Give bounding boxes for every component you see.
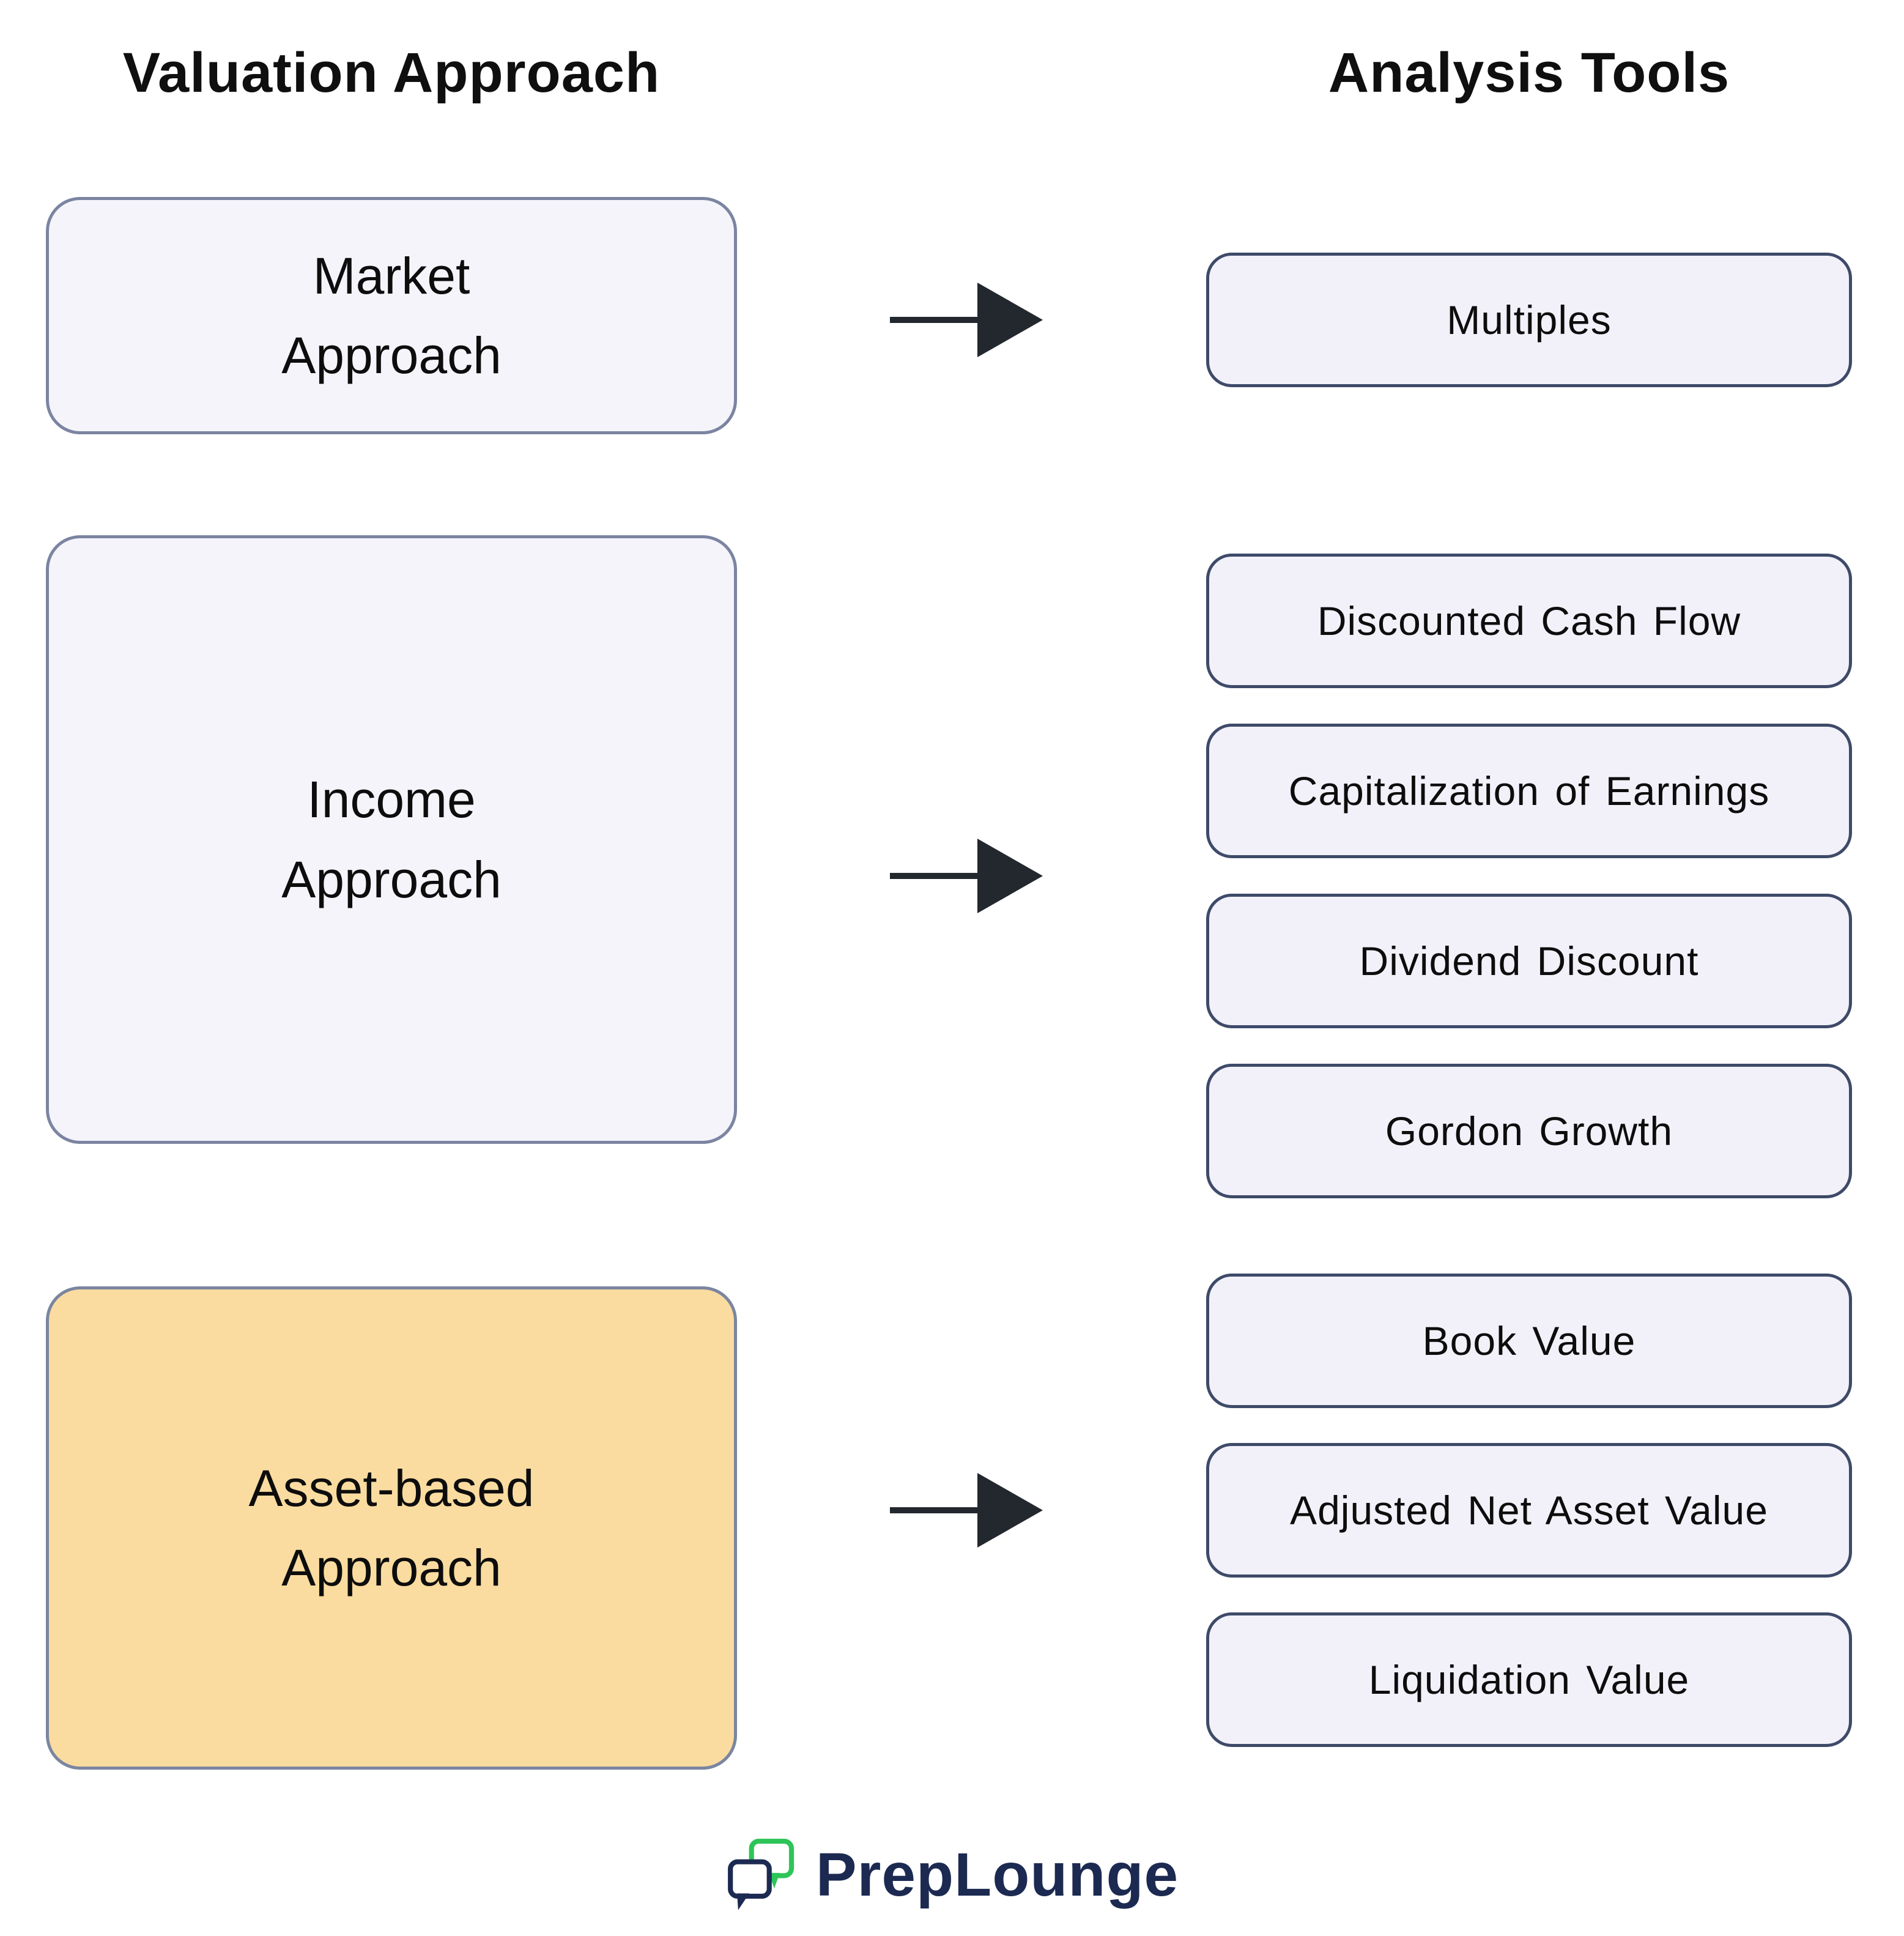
tool-box-capitalization-of-earnings: Capitalization of Earnings xyxy=(1206,724,1852,858)
income-approach-label: Income Approach xyxy=(281,760,502,919)
tool-label: Multiples xyxy=(1447,297,1612,343)
column-header-valuation-approach: Valuation Approach xyxy=(122,42,661,104)
tool-box-book-value: Book Value xyxy=(1206,1274,1852,1408)
arrow-right-icon xyxy=(887,836,1046,916)
income-approach-label-line1: Income xyxy=(307,771,476,829)
market-approach-label-line1: Market xyxy=(313,247,470,305)
brand-footer: PrepLounge xyxy=(0,1835,1904,1915)
asset-based-approach-label: Asset-based Approach xyxy=(249,1448,535,1608)
tool-label: Adjusted Net Asset Value xyxy=(1290,1488,1768,1533)
income-approach-box: Income Approach xyxy=(46,535,737,1144)
tool-box-dividend-discount: Dividend Discount xyxy=(1206,894,1852,1028)
tool-box-discounted-cash-flow: Discounted Cash Flow xyxy=(1206,554,1852,688)
income-approach-label-line2: Approach xyxy=(281,850,502,908)
tool-label: Book Value xyxy=(1422,1318,1636,1363)
tool-box-adjusted-net-asset-value: Adjusted Net Asset Value xyxy=(1206,1443,1852,1578)
market-approach-label: Market Approach xyxy=(281,236,502,395)
tool-box-gordon-growth: Gordon Growth xyxy=(1206,1064,1852,1198)
tool-label: Dividend Discount xyxy=(1359,938,1699,984)
market-approach-box: Market Approach xyxy=(46,197,737,434)
brand-name: PrepLounge xyxy=(815,1840,1179,1909)
market-approach-label-line2: Approach xyxy=(281,327,502,384)
tool-box-liquidation-value: Liquidation Value xyxy=(1206,1612,1852,1747)
chat-bubbles-icon xyxy=(727,1839,794,1910)
tool-label: Liquidation Value xyxy=(1368,1657,1690,1702)
asset-based-approach-box: Asset-based Approach xyxy=(46,1286,737,1770)
arrow-right-icon xyxy=(887,1471,1046,1550)
column-header-analysis-tools: Analysis Tools xyxy=(1328,42,1730,104)
tool-label: Discounted Cash Flow xyxy=(1317,598,1741,643)
asset-based-approach-label-line1: Asset-based xyxy=(248,1459,535,1517)
tool-label: Capitalization of Earnings xyxy=(1288,768,1770,814)
tool-box-multiples: Multiples xyxy=(1206,253,1852,387)
arrow-right-icon xyxy=(887,280,1046,360)
tool-label: Gordon Growth xyxy=(1385,1108,1673,1154)
asset-based-approach-label-line2: Approach xyxy=(281,1539,502,1597)
